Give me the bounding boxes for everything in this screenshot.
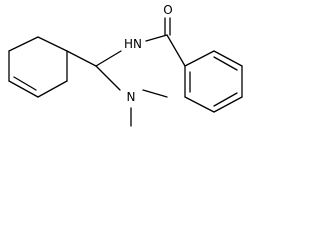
- bond-c4-c5: [8, 80, 39, 98]
- chemical-structure-diagram: O HN N: [8, 3, 243, 127]
- bond-c1-c2: [37, 36, 68, 52]
- double-bond-c4-c5: [13, 76, 37, 91]
- n-methyl-label: N: [127, 90, 136, 104]
- bond-c2-c3: [8, 36, 39, 52]
- double-bond-c7-c8: [213, 92, 238, 107]
- benzene-ring: [184, 50, 243, 113]
- nh-label: HN: [124, 37, 142, 51]
- bond-c2-n3: [95, 50, 122, 67]
- bond-c5-c6: [37, 80, 68, 98]
- bond-c8a-n1: [142, 89, 168, 98]
- oxygen-label: O: [163, 3, 172, 17]
- bond-c8-c8a: [184, 96, 215, 113]
- heterocycle-ring: [95, 34, 186, 98]
- bond-c5-c6: [213, 50, 243, 67]
- bond-n1-c2: [95, 65, 121, 91]
- bond-c4-c4a: [166, 34, 186, 67]
- bond-ring-to-c2: [66, 50, 97, 67]
- bond-c4a-c5: [184, 50, 215, 67]
- double-bond-c5-c6: [213, 56, 238, 71]
- bond-c7-c8: [213, 96, 243, 113]
- carbonyl-group: [164, 17, 171, 36]
- cyclohexene-ring: [8, 36, 68, 98]
- bond-n3-c4: [145, 34, 168, 42]
